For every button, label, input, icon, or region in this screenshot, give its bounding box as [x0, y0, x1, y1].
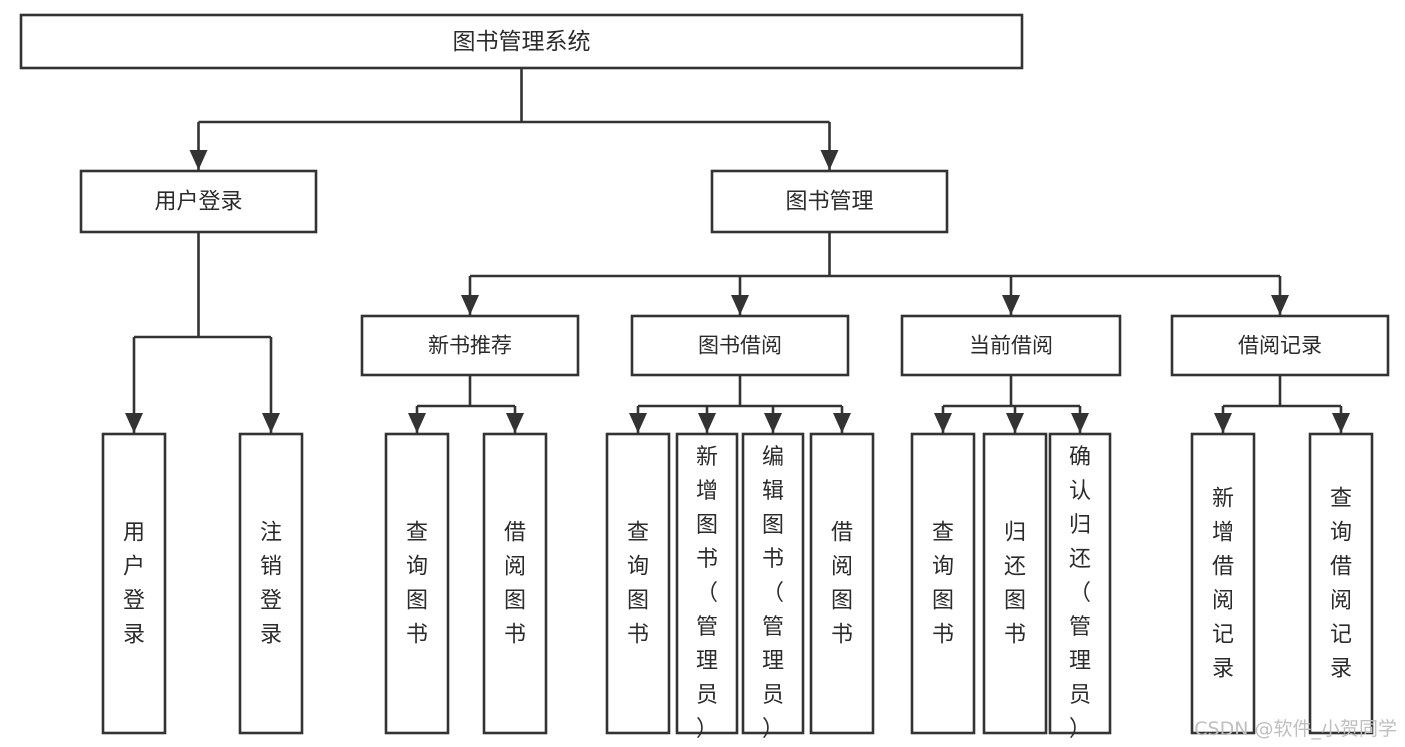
arrow-head-icon [629, 413, 647, 433]
node-book-borrow-label: 图书借阅 [698, 334, 782, 358]
arrow-head-icon [262, 413, 280, 433]
node-leaf-return-book[interactable]: 归还图书 [982, 432, 1048, 735]
node-leaf-query-book-2[interactable]: 查询图书 [605, 432, 671, 735]
node-book-manage-box[interactable] [710, 169, 949, 234]
node-leaf-borrow-book-2[interactable]: 借阅图书 [809, 432, 875, 735]
node-leaf-logout[interactable]: 注销登录 [238, 432, 304, 735]
node-leaf-query-book-2-box[interactable] [605, 432, 671, 735]
arrow-head-icon [408, 413, 426, 433]
node-leaf-confirm-return-box[interactable] [1048, 432, 1112, 735]
node-root-system-label: 图书管理系统 [453, 29, 591, 55]
node-leaf-add-record-label: 新增借阅记录 [1212, 487, 1234, 682]
node-leaf-logout-box[interactable] [238, 432, 304, 735]
arrow-head-icon [461, 295, 479, 315]
node-book-manage[interactable]: 图书管理 [710, 169, 949, 234]
node-leaf-add-book[interactable]: 新增图书（管理员） [675, 432, 739, 742]
arrow-head-icon [1002, 295, 1020, 315]
watermark-label: CSDN @软件_小贺同学 [1194, 718, 1397, 740]
node-leaf-confirm-return-label: 确认归还（管理员） [1069, 445, 1091, 742]
node-borrow-record[interactable]: 借阅记录 [1170, 314, 1390, 377]
node-leaf-query-book-1[interactable]: 查询图书 [384, 432, 450, 735]
node-leaf-edit-book-box[interactable] [741, 432, 805, 735]
node-borrow-record-label: 借阅记录 [1238, 334, 1322, 358]
node-leaf-borrow-book-2-label: 借阅图书 [831, 521, 853, 648]
node-leaf-query-record-box[interactable] [1308, 432, 1374, 735]
node-borrow-record-box[interactable] [1170, 314, 1390, 377]
node-leaf-query-record-label: 查询借阅记录 [1330, 487, 1352, 682]
arrow-head-icon [698, 413, 716, 433]
node-leaf-add-record[interactable]: 新增借阅记录 [1190, 432, 1256, 735]
node-user-login-box[interactable] [79, 169, 318, 234]
node-leaf-confirm-return[interactable]: 确认归还（管理员） [1048, 432, 1112, 742]
node-leaf-borrow-book-2-box[interactable] [809, 432, 875, 735]
node-leaf-query-record[interactable]: 查询借阅记录 [1308, 432, 1374, 735]
node-leaf-add-book-box[interactable] [675, 432, 739, 735]
node-current-borrow[interactable]: 当前借阅 [900, 314, 1122, 377]
node-leaf-edit-book[interactable]: 编辑图书（管理员） [741, 432, 805, 742]
arrow-head-icon [820, 150, 839, 170]
node-root-system-box[interactable] [19, 13, 1024, 70]
arrow-head-icon [833, 413, 851, 433]
node-new-book-recommend-label: 新书推荐 [428, 334, 512, 358]
node-leaf-add-book-label: 新增图书（管理员） [696, 445, 718, 742]
node-new-book-recommend-box[interactable] [360, 314, 580, 377]
connector-layer [125, 68, 1350, 433]
arrow-head-icon [1214, 413, 1232, 433]
node-user-login-label: 用户登录 [154, 190, 242, 215]
arrow-head-icon [934, 413, 952, 433]
node-leaf-query-book-1-label: 查询图书 [406, 521, 428, 648]
node-leaf-return-book-box[interactable] [982, 432, 1048, 735]
node-leaf-query-book-3-label: 查询图书 [932, 521, 954, 648]
node-leaf-edit-book-label: 编辑图书（管理员） [762, 445, 784, 742]
node-book-manage-label: 图书管理 [785, 190, 873, 215]
arrow-head-icon [189, 150, 208, 170]
node-leaf-query-book-1-box[interactable] [384, 432, 450, 735]
arrow-head-icon [764, 413, 782, 433]
node-leaf-user-login[interactable]: 用户登录 [101, 432, 167, 735]
node-leaf-query-book-2-label: 查询图书 [627, 521, 649, 648]
arrow-head-icon [1271, 295, 1289, 315]
node-leaf-query-book-3-box[interactable] [910, 432, 976, 735]
arrow-head-icon [731, 295, 749, 315]
node-new-book-recommend[interactable]: 新书推荐 [360, 314, 580, 377]
node-leaf-add-record-box[interactable] [1190, 432, 1256, 735]
node-leaf-return-book-label: 归还图书 [1004, 521, 1026, 648]
node-book-borrow[interactable]: 图书借阅 [630, 314, 850, 377]
arrow-head-icon [1006, 413, 1024, 433]
node-leaf-borrow-book-1-box[interactable] [482, 432, 548, 735]
arrow-head-icon [1071, 413, 1089, 433]
node-layer: 图书管理系统用户登录图书管理新书推荐图书借阅当前借阅借阅记录用户登录注销登录查询… [19, 13, 1390, 742]
node-leaf-borrow-book-1-label: 借阅图书 [504, 521, 526, 648]
node-user-login[interactable]: 用户登录 [79, 169, 318, 234]
node-book-borrow-box[interactable] [630, 314, 850, 377]
node-leaf-logout-label: 注销登录 [260, 521, 282, 648]
arrow-head-icon [1332, 413, 1350, 433]
node-leaf-user-login-box[interactable] [101, 432, 167, 735]
node-root-system[interactable]: 图书管理系统 [19, 13, 1024, 70]
arrow-head-icon [506, 413, 524, 433]
node-current-borrow-label: 当前借阅 [969, 334, 1053, 358]
node-leaf-query-book-3[interactable]: 查询图书 [910, 432, 976, 735]
arrow-head-icon [125, 413, 143, 433]
node-leaf-borrow-book-1[interactable]: 借阅图书 [482, 432, 548, 735]
node-current-borrow-box[interactable] [900, 314, 1122, 377]
node-leaf-user-login-label: 用户登录 [123, 521, 145, 648]
